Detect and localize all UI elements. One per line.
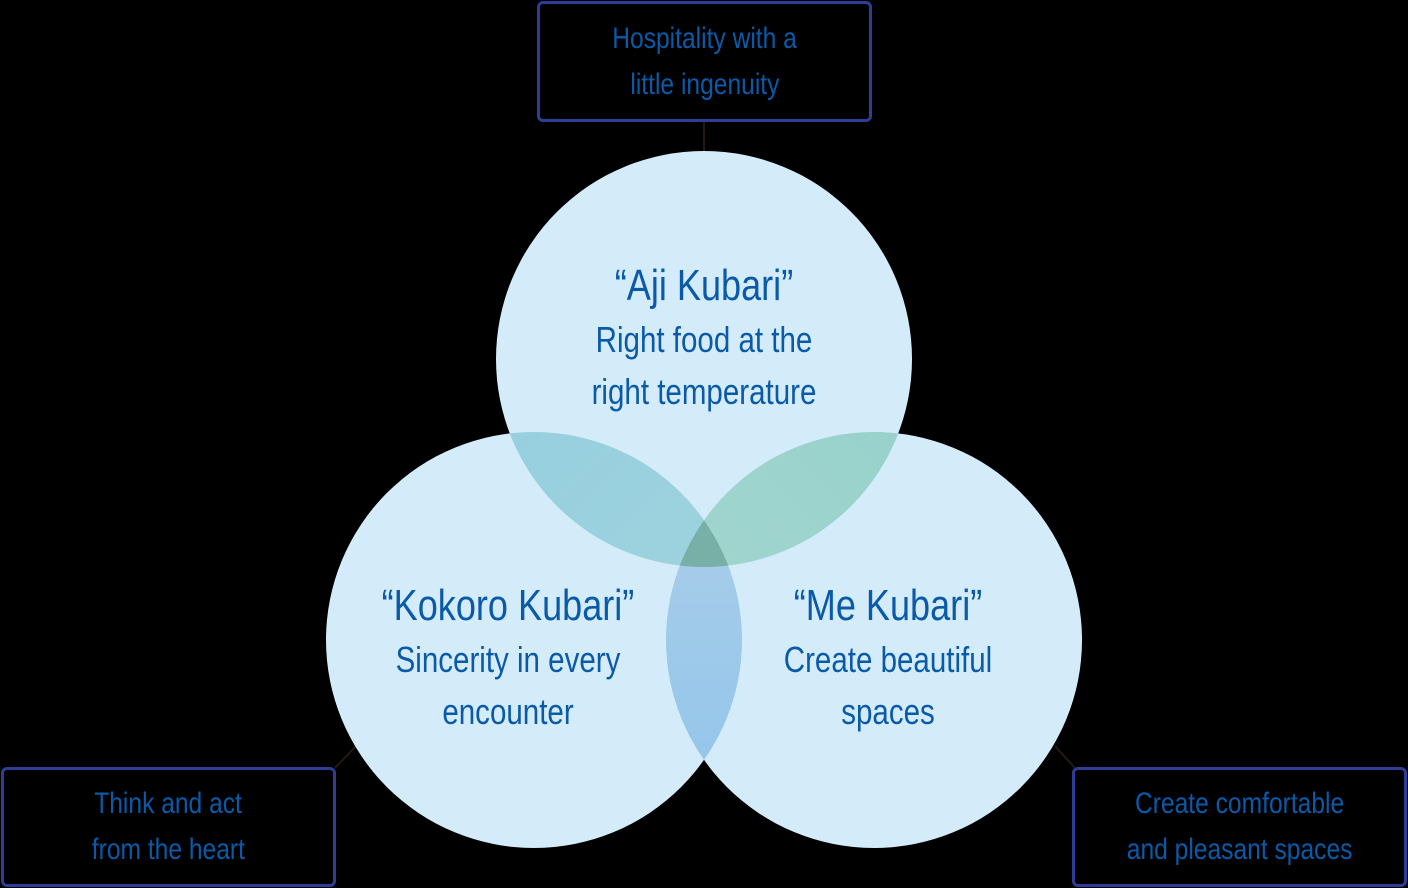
label-aji-kubari: “Aji Kubari” Right food at the right tem… [494,258,914,418]
callout-left-line-1: Think and act [94,787,243,820]
me-kubari-line-1: Create beautiful [783,639,993,680]
me-kubari-line-2: spaces [841,691,935,732]
aji-kubari-title: “Aji Kubari” [614,261,794,310]
callout-box-top: Hospitality with a little ingenuity [537,1,872,122]
aji-kubari-line-1: Right food at the [595,319,813,360]
callout-top-line-1: Hospitality with a [612,21,797,55]
callout-right-line-1: Create comfortable [1134,787,1345,820]
kokoro-kubari-title: “Kokoro Kubari” [381,581,635,630]
callout-top-line-2: little ingenuity [629,67,780,101]
callout-right-line-2: and pleasant spaces [1126,833,1353,866]
callout-left-line-2: from the heart [91,833,246,866]
callout-box-left: Think and act from the heart [1,767,336,887]
connector-left [334,745,357,769]
kokoro-kubari-line-2: encounter [442,691,574,732]
callout-box-right: Create comfortable and pleasant spaces [1072,767,1407,887]
overlap-aji-kokoro [496,432,742,567]
me-kubari-title: “Me Kubari” [793,581,983,630]
kokoro-kubari-line-1: Sincerity in every [395,639,621,680]
label-kokoro-kubari: “Kokoro Kubari” Sincerity in every encou… [298,578,718,738]
label-me-kubari: “Me Kubari” Create beautiful spaces [678,578,1098,738]
overlap-aji-me [666,432,912,567]
connector-right [1054,745,1076,769]
aji-kubari-line-2: right temperature [591,371,817,412]
